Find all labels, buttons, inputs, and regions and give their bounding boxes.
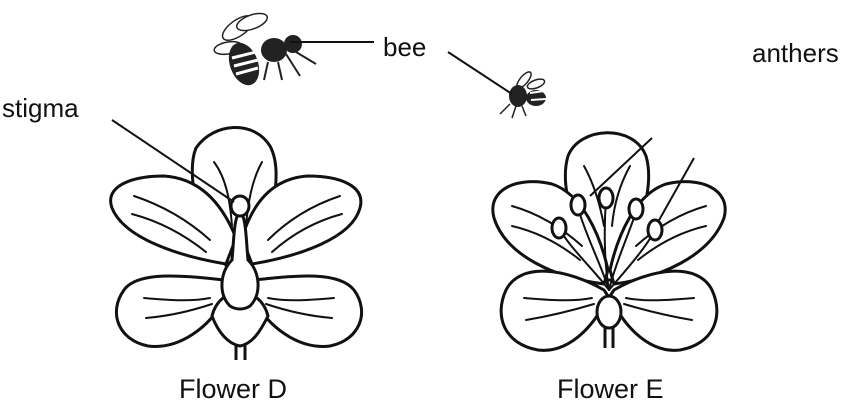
caption-flower-d: Flower D [179,374,287,404]
flower-e-receptacle [597,296,621,328]
flower-e-anther-5 [648,220,662,240]
flower-d-petal-lower-left [116,276,224,347]
caption-flower-e: Flower E [557,374,664,404]
flower-e-anther-2 [599,188,613,208]
flower-d-stigma [231,196,249,216]
flower-d [111,127,362,360]
leader-bee-small [448,52,512,94]
label-anthers: anthers [752,38,839,68]
flower-e-petal-lower-right [610,271,717,350]
flower-e-petal-lower-left [501,271,608,350]
label-stigma: stigma [2,93,79,123]
large-bee [213,10,316,90]
flower-e-anther-1 [571,195,585,215]
label-bee: bee [383,32,426,62]
flower-d-petal-lower-right [254,276,362,347]
flower-e-anther-4 [552,218,566,238]
small-bee [500,70,546,118]
flower-e-anther-3 [629,199,643,219]
